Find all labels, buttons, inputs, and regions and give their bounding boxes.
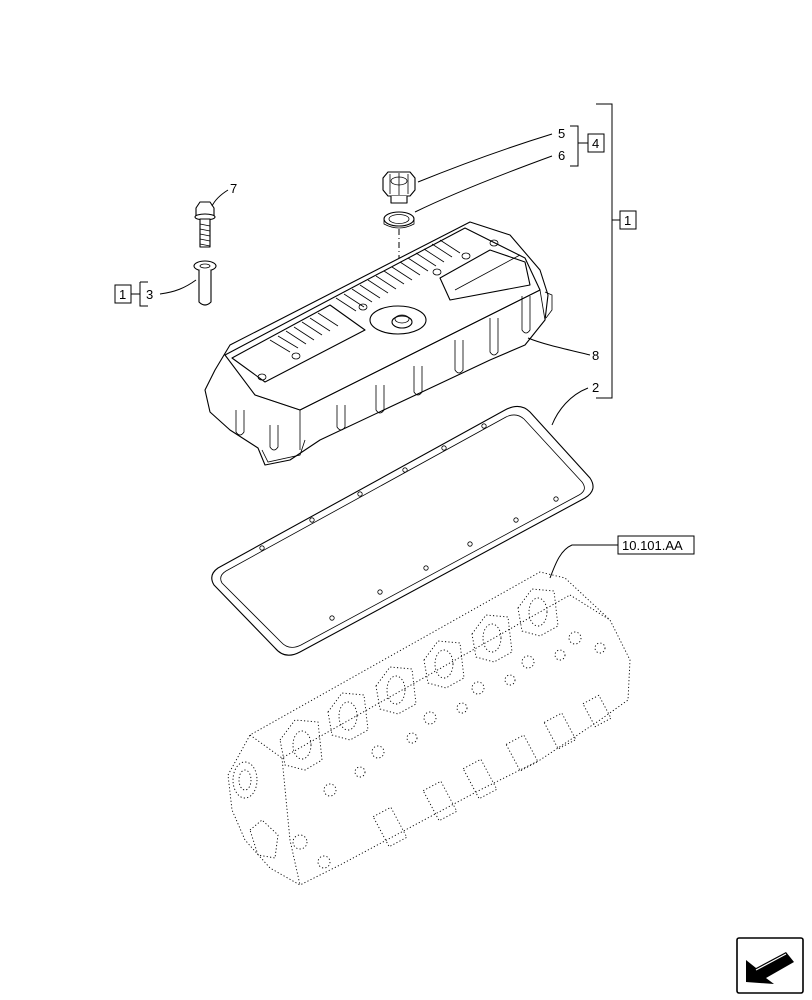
callout-6[interactable]: 6: [558, 148, 565, 163]
next-page-arrow-icon[interactable]: [736, 937, 804, 994]
callout-group-4: 5 6 4: [414, 125, 605, 213]
head-side-windows: [372, 694, 612, 848]
callout-3[interactable]: 3: [146, 287, 153, 302]
callout-1-right[interactable]: 1: [624, 213, 631, 228]
leader-7: [211, 189, 229, 207]
screw[interactable]: [194, 201, 216, 248]
valve-cover[interactable]: [204, 221, 553, 466]
valve-cover-gasket[interactable]: [211, 405, 594, 656]
callout-8[interactable]: 8: [592, 348, 599, 363]
cover-ribs: [269, 239, 461, 353]
callout-1-left[interactable]: 1: [119, 287, 126, 302]
callout-group-3: 1 3: [114, 279, 197, 307]
oil-filler-seal[interactable]: [383, 211, 415, 229]
head-ports: [279, 588, 559, 771]
oil-filler-cap[interactable]: [382, 171, 416, 204]
reference-callout: 10.101.AA: [549, 535, 695, 579]
gasket-tabs: [259, 423, 559, 621]
cylinder-head-reference: [227, 571, 631, 886]
callout-7[interactable]: 7: [230, 181, 237, 196]
callout-ref-10-101-aa[interactable]: 10.101.AA: [622, 538, 683, 553]
leader-8: [527, 337, 591, 356]
head-holes: [323, 631, 606, 797]
cover-side-bosses: [235, 296, 531, 451]
leader-2: [551, 387, 589, 426]
callout-4[interactable]: 4: [592, 136, 599, 151]
spacer-sleeve[interactable]: [193, 260, 217, 306]
callout-2[interactable]: 2: [592, 380, 599, 395]
callout-5[interactable]: 5: [558, 126, 565, 141]
group-1-bracket: 1: [596, 103, 637, 399]
